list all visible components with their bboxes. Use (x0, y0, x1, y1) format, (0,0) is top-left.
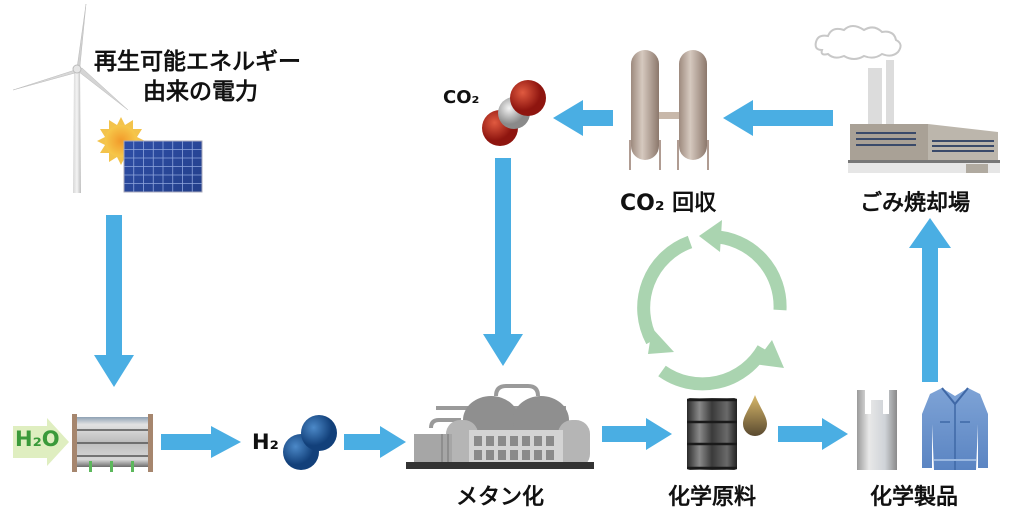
flow-arrow-up-products-to-incinerator (909, 218, 951, 382)
chemical-feedstock-label: 化学原料 (668, 485, 757, 510)
flow-arrow-capture-to-co2 (553, 100, 613, 136)
flow-arrow-down-power (94, 215, 134, 387)
co2-capture-label: CO₂ 回収 (620, 191, 717, 216)
methanation-plant-icon (406, 384, 594, 469)
flow-arrow-methanation-to-feedstock (602, 418, 672, 450)
flow-arrow-feedstock-to-products (778, 418, 848, 450)
flow-arrow-h2-to-methanation (344, 426, 406, 458)
co2-molecule-label: CO₂ (443, 87, 480, 108)
h2o-input-arrow (13, 418, 69, 466)
wind-turbine-icon (12, 3, 129, 193)
flow-arrow-incinerator-to-capture (723, 100, 833, 136)
chemical-products-label: 化学製品 (870, 485, 959, 510)
methanation-label: メタン化 (456, 485, 545, 510)
co2-capture-towers-icon (629, 50, 709, 170)
renewable-power-label-line1: 再生可能エネルギー (94, 49, 301, 75)
solar-panel-icon (123, 140, 203, 193)
co2-molecule-icon (482, 80, 546, 146)
incinerator-factory-icon (814, 25, 1000, 173)
h2-label: H₂ (252, 430, 279, 454)
flow-arrow-electrolyzer-to-h2 (161, 426, 241, 458)
electrolyzer-icon (72, 414, 153, 472)
renewable-power-label-line2: 由来の電力 (143, 79, 258, 105)
plastic-bag-icon (857, 390, 897, 470)
oil-drop-icon (743, 395, 767, 436)
recycle-cycle-icon (637, 220, 787, 391)
incinerator-label: ごみ焼却場 (860, 191, 971, 216)
h2o-label: H₂O (15, 427, 60, 451)
h2-molecule-icon (283, 415, 337, 470)
jacket-icon (922, 387, 988, 470)
flow-arrow-co2-to-methanation (483, 158, 523, 366)
oil-drum-icon (687, 398, 737, 470)
